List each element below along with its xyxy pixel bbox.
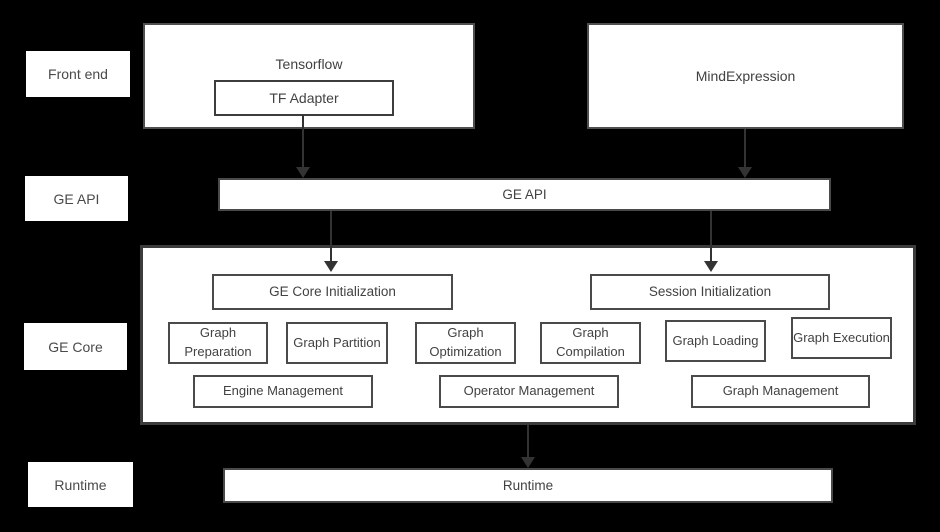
graph-compilation-box: Graph Compilation [540,322,641,364]
runtime-label: Runtime [502,478,554,493]
arrow-ge-api-to-session-init-icon [704,211,718,272]
tensorflow-label: Tensorflow [275,56,343,72]
graph-execution-box: Graph Execution [791,317,892,359]
arrow-mindexpression-to-ge-api-icon [738,129,752,178]
operator-management-label: Operator Management [463,383,595,399]
graph-optimization-label: Graph Optimization [429,325,502,359]
mindexpression-panel: MindExpression [587,23,904,129]
rail-label-runtime: Runtime [28,462,133,507]
ge-core-initialization-label: GE Core Initialization [269,284,396,300]
tensorflow-panel: Tensorflow TF Adapter [143,23,475,129]
tf-adapter-box: TF Adapter [214,80,394,116]
engine-management-box: Engine Management [193,375,373,408]
graph-management-label: Graph Management [722,383,839,399]
rail-label-front-end: Front end [26,51,130,97]
rail-label-ge-core-text: GE Core [48,338,103,355]
session-initialization-label: Session Initialization [648,284,772,300]
graph-loading-label: Graph Loading [672,332,759,348]
graph-partition-label: Graph Partition [293,334,381,350]
rail-label-front-end-text: Front end [48,66,108,82]
session-initialization-box: Session Initialization [590,274,830,310]
rail-label-ge-api-text: GE API [53,190,100,207]
arrow-ge-core-to-runtime-icon [521,425,535,468]
graph-optimization-box: Graph Optimization [415,322,516,364]
graph-management-box: Graph Management [691,375,870,408]
ge-core-container: GE Core Initialization Session Initializ… [140,245,916,425]
rail-label-ge-api: GE API [25,176,128,221]
graph-preparation-label: Graph Preparation [184,325,252,359]
graph-execution-label: Graph Execution [793,329,890,345]
arrow-ge-api-to-ge-core-init-icon [324,211,338,272]
mindexpression-label: MindExpression [695,68,796,84]
rail-label-ge-core: GE Core [24,323,127,370]
engine-management-label: Engine Management [223,383,343,399]
graph-loading-box: Graph Loading [665,320,766,362]
ge-core-initialization-box: GE Core Initialization [212,274,453,310]
graph-partition-box: Graph Partition [286,322,388,364]
operator-management-box: Operator Management [439,375,619,408]
arrow-tf-adapter-to-ge-api-icon [296,115,310,178]
rail-label-runtime-text: Runtime [54,476,107,493]
graph-compilation-label: Graph Compilation [556,325,625,359]
ge-api-label: GE API [502,187,547,202]
graph-preparation-box: Graph Preparation [168,322,268,364]
tf-adapter-label: TF Adapter [269,90,339,106]
ge-api-bar: GE API [218,178,831,211]
runtime-bar: Runtime [223,468,833,503]
